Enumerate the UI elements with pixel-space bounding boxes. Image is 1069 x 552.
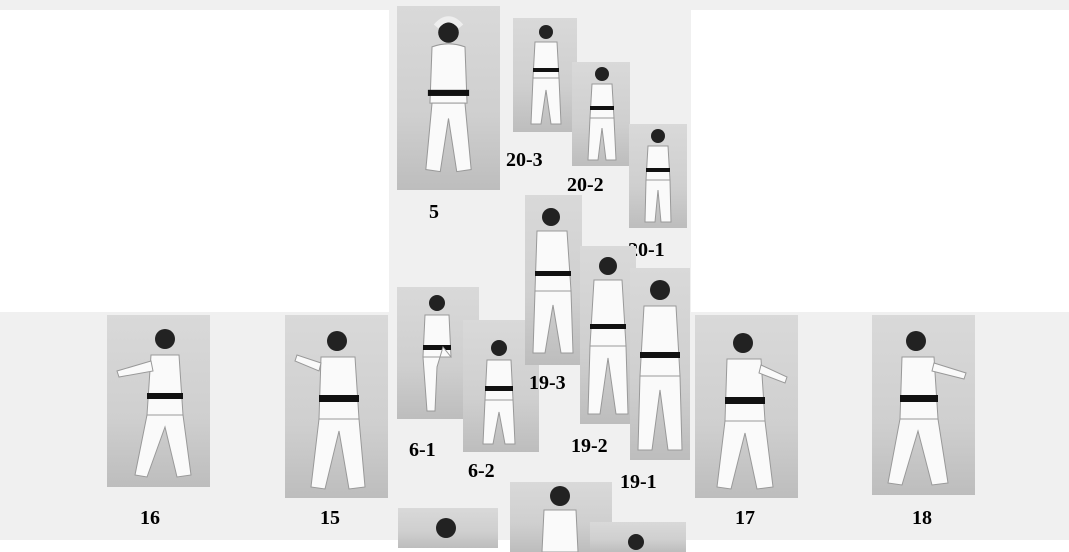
label-18: 18 bbox=[912, 508, 932, 528]
label-16: 16 bbox=[140, 508, 160, 528]
photo-17 bbox=[695, 315, 798, 498]
photo-19-3 bbox=[525, 195, 582, 365]
label-19-2: 19-2 bbox=[571, 436, 608, 456]
photo-16 bbox=[107, 315, 210, 487]
label-5: 5 bbox=[429, 202, 439, 222]
photo-5 bbox=[397, 6, 500, 190]
photo-20-1 bbox=[629, 124, 687, 228]
label-17: 17 bbox=[735, 508, 755, 528]
photo-bottom-right-partial bbox=[590, 522, 686, 552]
photo-20-2 bbox=[572, 62, 630, 166]
photo-18 bbox=[872, 315, 975, 495]
photo-bottom-left-partial bbox=[398, 508, 498, 548]
label-20-3: 20-3 bbox=[506, 150, 543, 170]
label-15: 15 bbox=[320, 508, 340, 528]
photo-15 bbox=[285, 315, 388, 498]
label-19-3: 19-3 bbox=[529, 373, 566, 393]
photo-19-1 bbox=[630, 268, 690, 460]
label-6-2: 6-2 bbox=[468, 461, 495, 481]
photo-19-2 bbox=[580, 246, 636, 424]
photo-20-3 bbox=[513, 18, 577, 132]
top-gray-band bbox=[0, 0, 1069, 10]
label-19-1: 19-1 bbox=[620, 472, 657, 492]
label-20-2: 20-2 bbox=[567, 175, 604, 195]
label-6-1: 6-1 bbox=[409, 440, 436, 460]
